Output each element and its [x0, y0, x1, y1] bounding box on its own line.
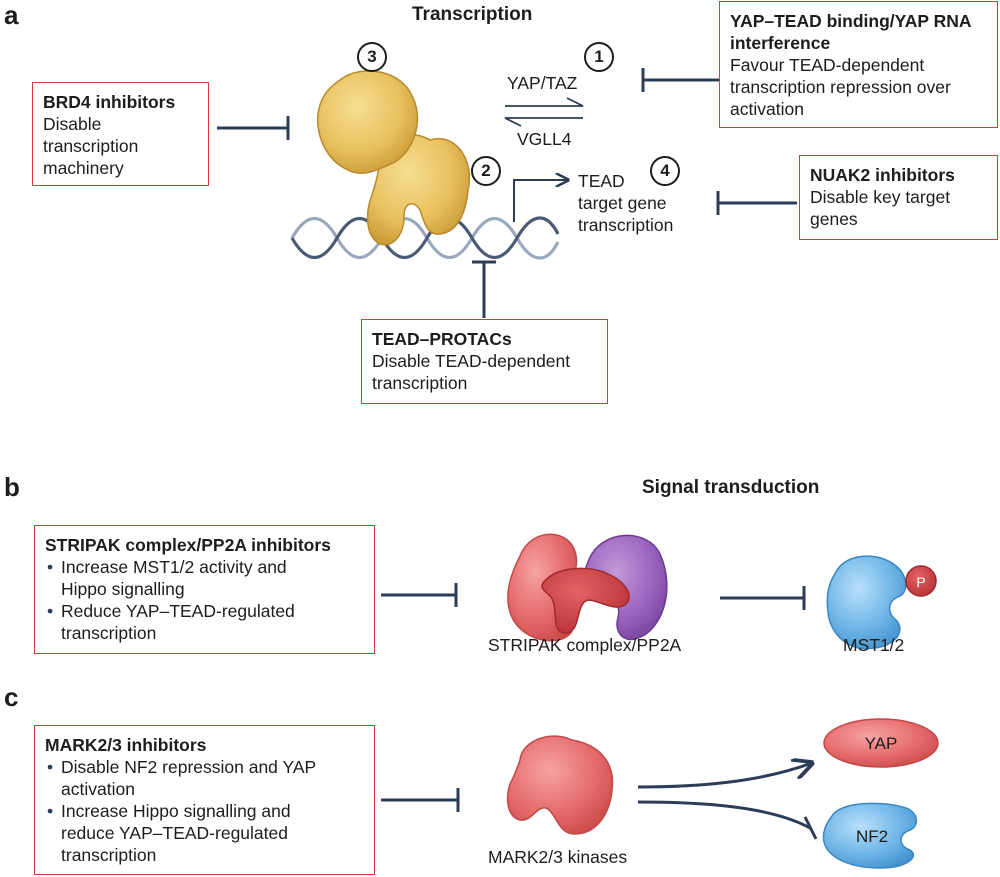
panel-letter-a: a	[4, 0, 19, 30]
stripak-bullet-2-line-2: transcription	[61, 623, 157, 643]
stripak-bullet-1: Increase MST1/2 activity and Hippo signa…	[45, 556, 364, 600]
mark-bullet-2-line-2: reduce YAP–TEAD-regulated	[61, 823, 288, 843]
target-gene-line-1: TEAD	[578, 171, 625, 191]
mark-bullet-1: Disable NF2 repression and YAP activatio…	[45, 756, 364, 800]
vgll4-label: VGLL4	[517, 129, 572, 149]
stripak-bullet-1-line-1: Increase MST1/2 activity and	[61, 557, 287, 577]
protacs-box-line-2: transcription	[372, 373, 468, 393]
yap-label: YAP	[865, 734, 898, 753]
target-gene-line-3: transcription	[578, 215, 674, 235]
inhibitor-lines-b	[381, 583, 806, 610]
nf2-label: NF2	[856, 827, 888, 846]
nf2-protein	[822, 802, 918, 869]
mark-bullet-1-line-1: Disable NF2 repression and YAP	[61, 757, 317, 777]
mark-bullet-2-line-3: transcription	[61, 845, 157, 865]
yap-tead-binding-box: YAP–TEAD binding/YAP RNA interference Fa…	[719, 1, 998, 128]
mark-bullet-2: Increase Hippo signalling and reduce YAP…	[45, 800, 364, 866]
phospho-label: P	[916, 574, 925, 590]
yap-taz-label: YAP/TAZ	[507, 73, 578, 93]
inhibitor-line-c	[381, 788, 460, 812]
phospho-group	[905, 565, 937, 597]
step-number-1: 1	[584, 42, 614, 72]
mst1-2-label: MST1/2	[843, 635, 905, 655]
brd4-inhibitors-box: BRD4 inhibitors Disable transcription ma…	[32, 82, 209, 186]
brd4-box-line-3: machinery	[43, 158, 124, 178]
protacs-box-title: TEAD–PROTACs	[372, 329, 512, 349]
stripak-inhibitors-box: STRIPAK complex/PP2A inhibitors Increase…	[34, 525, 375, 654]
yap-tead-box-title-line-2: interference	[730, 33, 831, 53]
yap-tead-box-line-1: Favour TEAD-dependent	[730, 55, 925, 75]
brd4-box-line-2: transcription	[43, 136, 139, 156]
mark-bullet-1-line-2: activation	[61, 779, 135, 799]
yap-tead-box-title-line-1: YAP–TEAD binding/YAP RNA	[730, 11, 972, 31]
mark-effects	[637, 763, 816, 840]
panel-b-title: Signal transduction	[642, 477, 820, 498]
target-gene-label: TEAD target gene transcription	[578, 170, 673, 236]
mark2-3-inhibitors-box: MARK2/3 inhibitors Disable NF2 repressio…	[34, 725, 375, 875]
equilibrium-arrows	[504, 97, 584, 127]
yap-protein	[823, 718, 939, 768]
nuak2-inhibitors-box: NUAK2 inhibitors Disable key target gene…	[799, 155, 998, 240]
panel-a-title: Transcription	[412, 4, 533, 25]
step-number-3: 3	[357, 42, 387, 72]
stripak-complex	[507, 533, 668, 642]
stripak-complex-label: STRIPAK complex/PP2A	[488, 635, 682, 655]
protacs-box-line-1: Disable TEAD-dependent	[372, 351, 571, 371]
mst1-2-protein	[826, 555, 937, 650]
stripak-bullet-2-line-1: Reduce YAP–TEAD-regulated	[61, 601, 295, 621]
dna-helix	[290, 216, 560, 260]
yap-tead-box-line-2: transcription repression over	[730, 77, 951, 97]
panel-letter-b: b	[4, 472, 20, 502]
tead-protacs-box: TEAD–PROTACs Disable TEAD-dependent tran…	[361, 319, 608, 404]
mark2-3-label: MARK2/3 kinases	[488, 847, 628, 867]
panel-letter-c: c	[4, 682, 19, 712]
target-gene-line-2: target gene	[578, 193, 667, 213]
stripak-bullet-1-line-2: Hippo signalling	[61, 579, 185, 599]
step-number-2: 2	[471, 156, 501, 186]
brd4-box-title: BRD4 inhibitors	[43, 92, 176, 112]
mark-bullet-2-line-1: Increase Hippo signalling and	[61, 801, 291, 821]
step-number-4: 4	[650, 156, 680, 186]
mark-box-title: MARK2/3 inhibitors	[45, 735, 207, 755]
yap-taz-protein	[317, 70, 419, 174]
yap-tead-box-line-3: activation	[730, 99, 804, 119]
inhibitor-lines-a	[217, 68, 797, 318]
nuak2-box-line-2: genes	[810, 209, 858, 229]
stripak-box-bullets: Increase MST1/2 activity and Hippo signa…	[45, 556, 364, 644]
nuak2-box-title: NUAK2 inhibitors	[810, 165, 955, 185]
nuak2-box-line-1: Disable key target	[810, 187, 951, 207]
transcription-start-arrow	[513, 180, 568, 222]
brd4-box-line-1: Disable	[43, 114, 102, 134]
mark-box-bullets: Disable NF2 repression and YAP activatio…	[45, 756, 364, 866]
stripak-box-title: STRIPAK complex/PP2A inhibitors	[45, 535, 331, 555]
mark2-3-kinase	[506, 735, 614, 835]
stripak-bullet-2: Reduce YAP–TEAD-regulated transcription	[45, 600, 364, 644]
